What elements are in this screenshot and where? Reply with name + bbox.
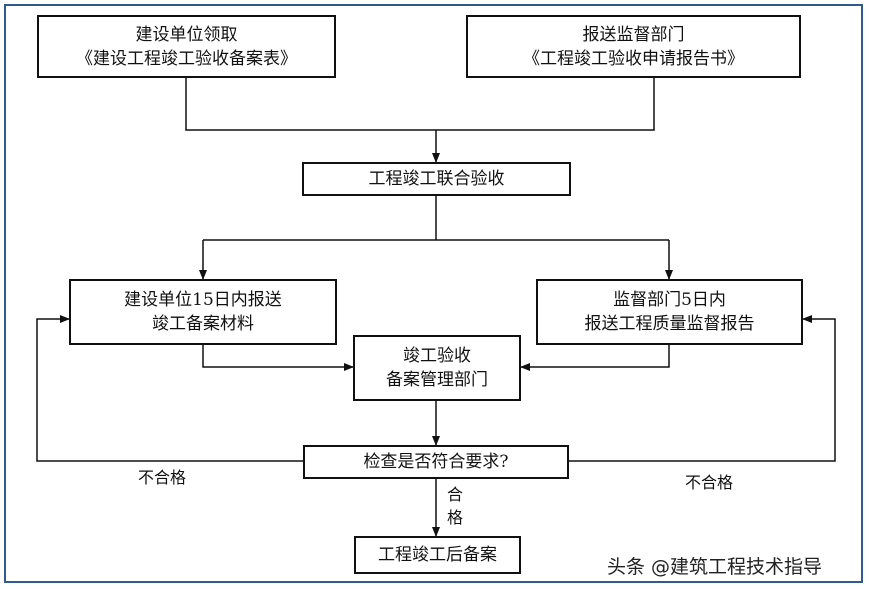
watermark: 头条 @建筑工程技术指导 (607, 556, 823, 578)
node-receive-form-line2: 《建设工程竣工验收备案表》 (76, 48, 297, 69)
node-submit-application-line2: 《工程竣工验收申请报告书》 (523, 48, 744, 69)
node-filing-department-line2: 备案管理部门 (386, 370, 488, 390)
node-submit-application-line1: 报送监督部门 (582, 24, 685, 45)
label-fail-right: 不合格 (685, 473, 734, 492)
node-receive-form: 建设单位领取 《建设工程竣工验收备案表》 (37, 15, 336, 78)
label-fail-left: 不合格 (138, 468, 187, 487)
node-receive-form-line1: 建设单位领取 (135, 24, 238, 45)
label-pass-char-2: 格 (446, 508, 463, 527)
arrow-n4-to-n6 (202, 344, 354, 371)
node-supervision-report: 监督部门5日内 报送工程质量监督报告 (536, 279, 803, 345)
node-supervision-report-line2: 报送工程质量监督报告 (584, 314, 755, 334)
arrow-fail-left (36, 315, 303, 462)
label-pass-char-1: 合 (446, 485, 463, 504)
connector-n1-merge (185, 76, 436, 131)
node-submit-application: 报送监督部门 《工程竣工验收申请报告书》 (466, 15, 801, 78)
node-filing-department-line1: 竣工验收 (403, 346, 471, 366)
node-owner-submit-materials-line1: 建设单位15日内报送 (124, 290, 282, 310)
node-supervision-report-line1: 监督部门5日内 (613, 290, 726, 310)
arrow-fail-right (569, 315, 836, 462)
node-joint-acceptance: 工程竣工联合验收 (302, 162, 571, 196)
node-final-filing: 工程竣工后备案 (354, 536, 521, 574)
node-joint-acceptance-label: 工程竣工联合验收 (368, 169, 505, 189)
node-check-compliance-label: 检查是否符合要求? (363, 452, 509, 472)
connector-n2-merge (436, 76, 655, 131)
node-owner-submit-materials-line2: 竣工备案材料 (152, 314, 254, 334)
node-filing-department: 竣工验收 备案管理部门 (353, 335, 521, 401)
node-owner-submit-materials: 建设单位15日内报送 竣工备案材料 (69, 279, 337, 345)
node-final-filing-label: 工程竣工后备案 (378, 545, 497, 565)
arrow-n5-to-n6 (520, 344, 670, 371)
node-check-compliance: 检查是否符合要求? (303, 445, 569, 479)
